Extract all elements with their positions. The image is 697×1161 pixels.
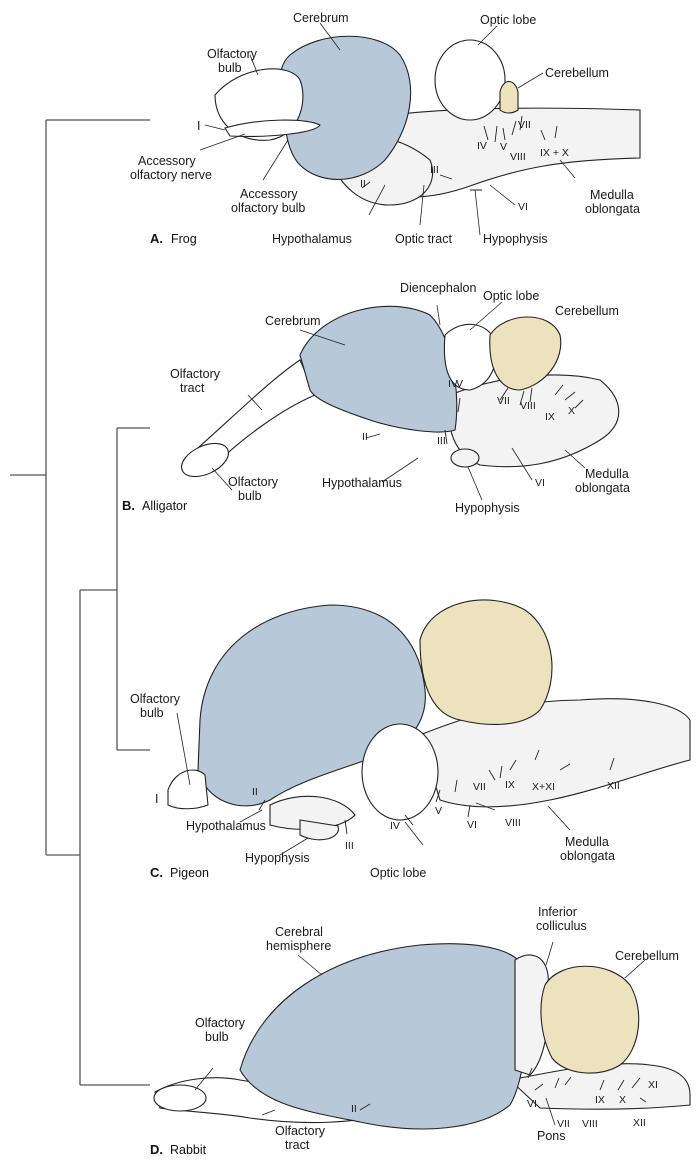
rabbit-nerve-viii: VIII <box>582 1118 598 1130</box>
pigeon-optic-lobe-label: Optic lobe <box>370 866 426 880</box>
frog-nerve-vi: VI <box>518 201 528 213</box>
pigeon-nerve-vi: VI <box>467 819 477 831</box>
pigeon-nerve-v: V <box>435 805 442 817</box>
alligator-cerebrum-label: Cerebrum <box>265 314 321 328</box>
rabbit-cerebellum-label: Cerebellum <box>615 949 679 963</box>
alligator-diencephalon-label: Diencephalon <box>400 281 476 295</box>
frog-nerve-iii: III <box>430 164 439 176</box>
frog-nerve-i-label: I <box>197 119 200 133</box>
frog-optic-tract-label: Optic tract <box>395 232 452 246</box>
pigeon-nerve-x-xi: X+XI <box>532 781 555 793</box>
pigeon-panel-name: Pigeon <box>170 866 209 880</box>
rabbit-nerve-xi: XI <box>648 1079 658 1091</box>
alligator-cerebellum-label: Cerebellum <box>555 304 619 318</box>
frog-nerve-v: V <box>500 141 507 153</box>
alligator-hypothalamus-label: Hypothalamus <box>322 476 402 490</box>
rabbit-nerve-x: X <box>619 1094 626 1106</box>
frog-nerve-iv: IV <box>477 140 487 152</box>
rabbit-panel-name: Rabbit <box>170 1143 207 1157</box>
frog-optic-lobe-label: Optic lobe <box>480 13 536 27</box>
alligator-nerve-viii: VIII <box>520 400 536 412</box>
rabbit-nerve-ii: II <box>351 1103 357 1115</box>
rabbit-nerve-vi: VI <box>527 1098 537 1110</box>
frog-hypophysis-label: Hypophysis <box>483 232 548 246</box>
pigeon-nerve-iv: IV <box>390 820 400 832</box>
frog-nerve-viii: VIII <box>510 151 526 163</box>
pigeon-hypophysis-label: Hypophysis <box>245 851 310 865</box>
alligator-nerve-ii: II <box>362 431 368 443</box>
frog-nerve-ix-x: IX + X <box>540 147 569 159</box>
frog-hypothalamus-label: Hypothalamus <box>272 232 352 246</box>
alligator-nerve-vi: VI <box>535 477 545 489</box>
alligator-hypophysis-label: Hypophysis <box>455 501 520 515</box>
alligator-nerve-iii: III <box>437 435 446 447</box>
frog-cerebellum-label: Cerebellum <box>545 66 609 80</box>
alligator-panel-name: Alligator <box>142 499 187 513</box>
alligator-optic-lobe-label: Optic lobe <box>483 289 539 303</box>
frog-panel-name: Frog <box>171 232 197 246</box>
panel-alligator: Diencephalon Optic lobe Cerebrum Cerebel… <box>122 281 630 515</box>
pigeon-nerve-ix: IX <box>505 779 515 791</box>
rabbit-panel-letter: D. <box>150 1142 163 1157</box>
frog-nerve-vii: VII <box>518 119 531 131</box>
rabbit-nerve-xii: XII <box>633 1117 646 1129</box>
frog-cerebrum-label: Cerebrum <box>293 11 349 25</box>
pigeon-nerve-vii: VII <box>473 781 486 793</box>
rabbit-pons-label: Pons <box>537 1129 566 1143</box>
pigeon-nerve-xii: XII <box>607 780 620 792</box>
alligator-nerve-v: V <box>456 378 463 390</box>
frog-nerve-ii: II <box>360 178 366 190</box>
pigeon-nerve-iii: III <box>345 840 354 852</box>
pigeon-hypothalamus-label: Hypothalamus <box>186 819 266 833</box>
pigeon-panel-letter: C. <box>150 865 163 880</box>
pigeon-nerve-viii: VIII <box>505 817 521 829</box>
pigeon-nerve-i-label: I <box>155 792 158 806</box>
pigeon-nerve-ii: II <box>252 786 258 798</box>
alligator-nerve-vii: VII <box>497 395 510 407</box>
rabbit-nerve-ix: IX <box>595 1094 605 1106</box>
alligator-panel-letter: B. <box>122 498 135 513</box>
phylogeny-tree <box>10 120 150 1085</box>
frog-panel-letter: A. <box>150 231 163 246</box>
alligator-nerve-x: X <box>568 405 575 417</box>
alligator-nerve-ix: IX <box>545 411 555 423</box>
